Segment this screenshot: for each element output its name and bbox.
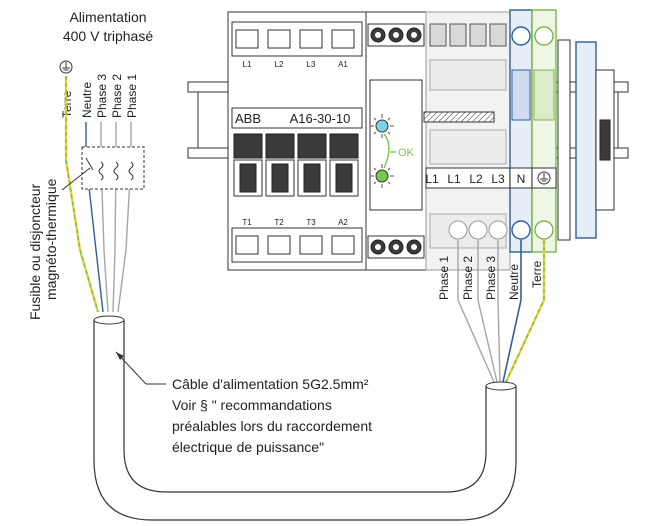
contactor-brand: ABB [235,111,261,126]
wire-label-phase3: Phase 3 [95,74,109,118]
terminal-label-l1b: L1 [447,172,461,186]
neutral-terminal: N [509,9,533,253]
end-clamp [557,39,615,241]
contactor-bottom-t3: T3 [306,218,316,227]
cable-note-line3: préalables lors du raccordement [172,418,372,434]
earth-terminal-icon [537,171,551,185]
breaker-symbol [81,146,145,190]
breaker-label-line2: magnéto-thermique [43,178,59,300]
contactor-bottom-t2: T2 [274,218,284,227]
wire-label-phase2: Phase 2 [110,74,124,118]
led-green-icon [370,164,394,188]
indicator-ok-label: OK [398,147,415,159]
supply-title: Alimentation [69,9,146,25]
terminal-label-l2: L2 [469,172,483,186]
right-label-phase3: Phase 3 [484,256,498,300]
breaker-leader-line [61,167,91,191]
right-label-terre: Terre [530,260,544,288]
contactor-top-l1: L1 [243,60,252,69]
supply-subtitle: 400 V triphasé [63,28,153,44]
contactor-model: A16-30-10 [290,111,351,126]
right-wire-bundle [457,240,546,383]
indicator-module: OK [365,11,427,271]
contactor-bottom-t1: T1 [242,218,252,227]
cable-note-line2: Voir § " recommandations [172,397,332,413]
wire-label-phase1: Phase 1 [125,74,139,118]
terminal-label-l1a: L1 [425,172,439,186]
left-wire-bundle [64,76,132,313]
wire-label-neutre: Neutre [80,82,94,118]
right-label-phase1: Phase 1 [437,256,451,300]
contactor-top-l3: L3 [307,60,316,69]
cable-note-line4: électrique de puissance" [172,439,324,455]
breaker-label-line1: Fusible ou disjoncteur [27,183,43,320]
cable-note-leader [115,351,166,385]
contactor-top-l2: L2 [275,60,284,69]
earth-terminal [531,9,557,253]
earth-symbol-icon [59,60,73,74]
power-cable [93,315,517,521]
contactor-bottom-a2: A2 [338,218,348,227]
contactor: L1 L2 L3 A1 ABB A16-30-10 T1 T2 T3 A2 [227,11,367,271]
cable-note-line1: Câble d'alimentation 5G2.5mm² [172,376,369,392]
right-label-phase2: Phase 2 [461,256,475,300]
terminal-block: L1 L1 L2 L3 [423,11,511,271]
right-label-neutre: Neutre [507,264,521,300]
led-blue-icon [370,114,394,138]
contactor-top-a1: A1 [338,60,348,69]
terminal-label-l3: L3 [491,172,505,186]
terminal-label-n: N [517,172,526,186]
